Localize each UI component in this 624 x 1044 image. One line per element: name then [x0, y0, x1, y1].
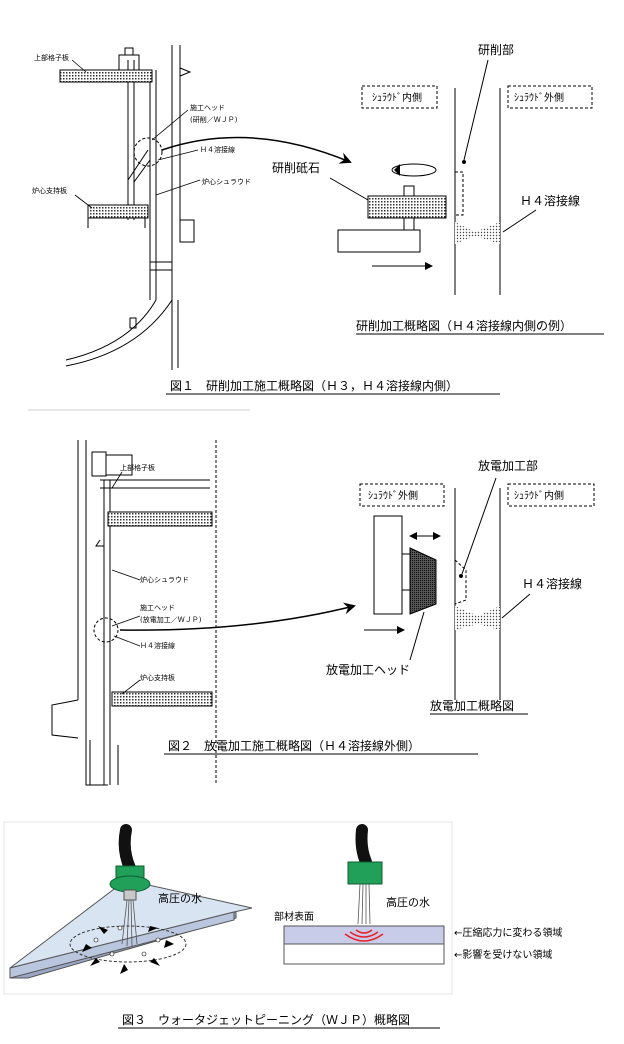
fig1-reactor-sketch: [65, 45, 195, 370]
fig3-hose-right: [355, 824, 372, 868]
fig2-work-area-circle: [93, 617, 119, 643]
fig2-reactor-sketch: [51, 440, 217, 786]
fig3-hose-left: [118, 824, 136, 874]
fig2-core-support-plate: [111, 691, 213, 707]
fig1-caption: 図１ 研削加工施工概略図（Ｈ３，Ｈ４溶接線内側）: [170, 378, 458, 393]
fig1-detail-title: 研削加工概略図（Ｈ４溶接線内側の例）: [356, 318, 572, 333]
fig3-jet-right: [357, 883, 371, 925]
fig3-hp-water-right: 高圧の水: [386, 895, 430, 909]
fig1-grinding-stone-label: 研削砥石: [272, 161, 320, 175]
fig1-shroud-outside-label: ｼｭﾗｳﾄﾞ外側: [514, 91, 564, 104]
fig1-stone-leader: [329, 177, 369, 201]
fig2-detail-title: 放電加工概略図: [430, 698, 514, 713]
fig2-edm-neck: [401, 553, 411, 591]
fig2-label-work-head: 施工ヘッド: [140, 603, 175, 612]
fig3-compressive-label: ←圧縮応力に変わる領域: [454, 926, 562, 939]
fig1-h4-weld-leader: [502, 209, 537, 233]
fig1-shroud-inside-label: ｼｭﾗｳﾄﾞ内側: [372, 91, 422, 104]
fig2-zoom-arrow: [119, 602, 356, 631]
fig2-h4-weld-leader: [501, 593, 531, 619]
fig1-shroud-outside-box: [507, 85, 593, 109]
fig1-label-upper-grid: 上部格子板: [34, 53, 69, 62]
fig1-tool-body: [337, 229, 421, 253]
fig1-rotation-arrow: [391, 163, 437, 177]
fig1-zoom-arrow: [161, 136, 352, 164]
fig1-core-support-plate: [87, 204, 149, 219]
fig2-edm-electrode: [409, 547, 437, 615]
fig2-label-core-shroud: 炉心シュラウド: [140, 575, 189, 584]
fig1-spindle-top: [403, 185, 415, 197]
fig2-edm-part-dot: [459, 574, 463, 578]
fig1-leaders: [71, 59, 201, 209]
fig1-grinding-part-label: 研削部: [478, 42, 514, 57]
fig3-nozzle-tip-left: [123, 889, 137, 901]
fig2-label-h4-weld: Ｈ４溶接線: [140, 641, 175, 650]
fig3-stress-arcs: [344, 929, 384, 942]
fig3-plate-edge: [9, 911, 235, 979]
fig2-shroud-inside-box: [507, 483, 595, 507]
fig2-machined-profile: [454, 559, 467, 605]
fig2-label-upper-grid: 上部格子板: [120, 463, 155, 472]
fig2-shroud-outside-label: ｼｭﾗｳﾄﾞ外側: [368, 489, 418, 502]
fig1-rotation-arrowhead: [394, 164, 400, 176]
fig2-shroud-inside-label: ｼｭﾗｳﾄﾞ内側: [514, 489, 564, 502]
fig2-caption: 図２ 放電加工施工概略図（Ｈ４溶接線外側）: [168, 738, 420, 753]
fig2-label-core-support: 炉心支持板: [140, 673, 175, 682]
fig1-shroud-inside-box: [361, 85, 438, 109]
fig3-jet-left: [121, 899, 138, 947]
fig3-unaffected-layer: [283, 943, 445, 965]
fig3-bubbles: [93, 925, 161, 957]
fig3-caption: 図３ ウォータジェットピーニング（ＷＪＰ）概略図: [122, 1012, 410, 1027]
fig1-h4-weld-label: Ｈ４溶接線: [520, 193, 580, 208]
fig3-impact-cloud: [69, 925, 187, 963]
fig1-grinding-part-leader: [463, 59, 489, 161]
fig1-label-core-support: 炉心支持板: [32, 186, 67, 195]
fig3-unaffected-label: ←影響を受けない領域: [454, 948, 552, 961]
fig2-h4-weld-bead: [455, 606, 500, 630]
fig1-label-h4-weld: Ｈ４溶接線: [200, 145, 235, 154]
fig3-spray-arrows: [82, 926, 174, 974]
fig2-edm-body: [373, 515, 403, 615]
fig3-surface-label: 部材表面: [274, 910, 314, 923]
fig1-grinding-stone: [367, 195, 447, 219]
fig1-ground-profile: [455, 171, 464, 216]
fig2-shroud-outside-box: [359, 483, 445, 507]
fig1-grinding-part-dot: [462, 160, 466, 164]
fig2-h4-weld-label: Ｈ４溶接線: [522, 576, 582, 591]
fig2-leaders: [111, 471, 141, 695]
fig1-label-work-head-type: (研削／ＷＪＰ): [190, 115, 238, 124]
fig1-upper-grid-plate: [59, 69, 153, 83]
fig1-h4-weld-bead: [455, 222, 500, 244]
fig2-label-work-head-type: (放電加工／ＷＪＰ): [140, 615, 202, 624]
fig2-edm-part-label: 放電加工部: [478, 458, 538, 473]
fig3-hp-water-left: 高圧の水: [158, 891, 202, 905]
fig1-label-core-shroud: 炉心シュラウド: [202, 177, 251, 186]
fig1-label-work-head: 施工ヘッド: [190, 103, 225, 112]
fig2-upper-grid-plate: [107, 511, 213, 527]
fig1-work-area-circle: [133, 137, 163, 167]
fig1-spindle: [403, 217, 415, 231]
fig2-edm-head-label: 放電加工ヘッド: [326, 662, 410, 677]
fig3-nozzle-right: [347, 861, 383, 885]
fig2-edm-head-leader: [409, 611, 425, 661]
fig2-edm-part-leader: [461, 477, 497, 575]
